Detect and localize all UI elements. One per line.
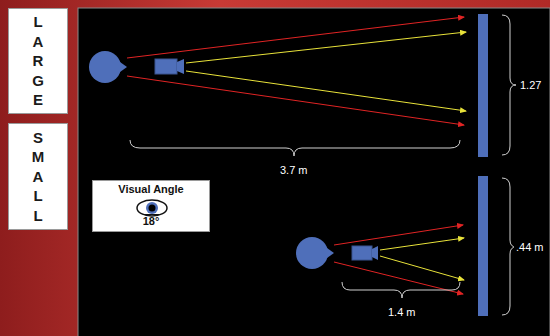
dimension-label: 3.7 m [278, 164, 310, 176]
viewer-head [89, 51, 121, 83]
camera-lens [177, 59, 184, 74]
camera-lens [372, 246, 378, 260]
distance-bracket [130, 140, 460, 156]
sight-line [127, 76, 464, 125]
dimension-label: .44 m [514, 241, 546, 253]
camera-line [380, 238, 464, 250]
screen [478, 176, 488, 316]
small-scene [296, 176, 516, 316]
dark-panel [78, 8, 550, 336]
dimension-label: 1.27 [518, 79, 543, 91]
size-label: SMALL [31, 128, 46, 226]
dimension-label: 1.4 m [386, 306, 418, 318]
size-label: LARGE [31, 12, 46, 110]
size-label-box: SMALL [8, 123, 68, 230]
camera-line [186, 71, 466, 111]
distance-bracket [342, 282, 460, 298]
size-label-box: LARGE [8, 8, 68, 114]
visual-angle-box: Visual Angle 18° [92, 180, 210, 232]
viewer-nose [120, 62, 127, 72]
camera [352, 246, 372, 260]
viewer-head [296, 237, 328, 269]
camera-line [186, 32, 466, 63]
camera-line [380, 256, 464, 280]
box-title: Visual Angle [118, 183, 183, 195]
sight-line [334, 225, 463, 245]
angle-value: 18° [143, 215, 160, 227]
height-bracket [502, 15, 516, 155]
large-scene [89, 14, 516, 157]
screen [478, 14, 488, 157]
viewer-nose [327, 248, 334, 258]
camera [155, 59, 177, 74]
sight-line [334, 262, 463, 294]
